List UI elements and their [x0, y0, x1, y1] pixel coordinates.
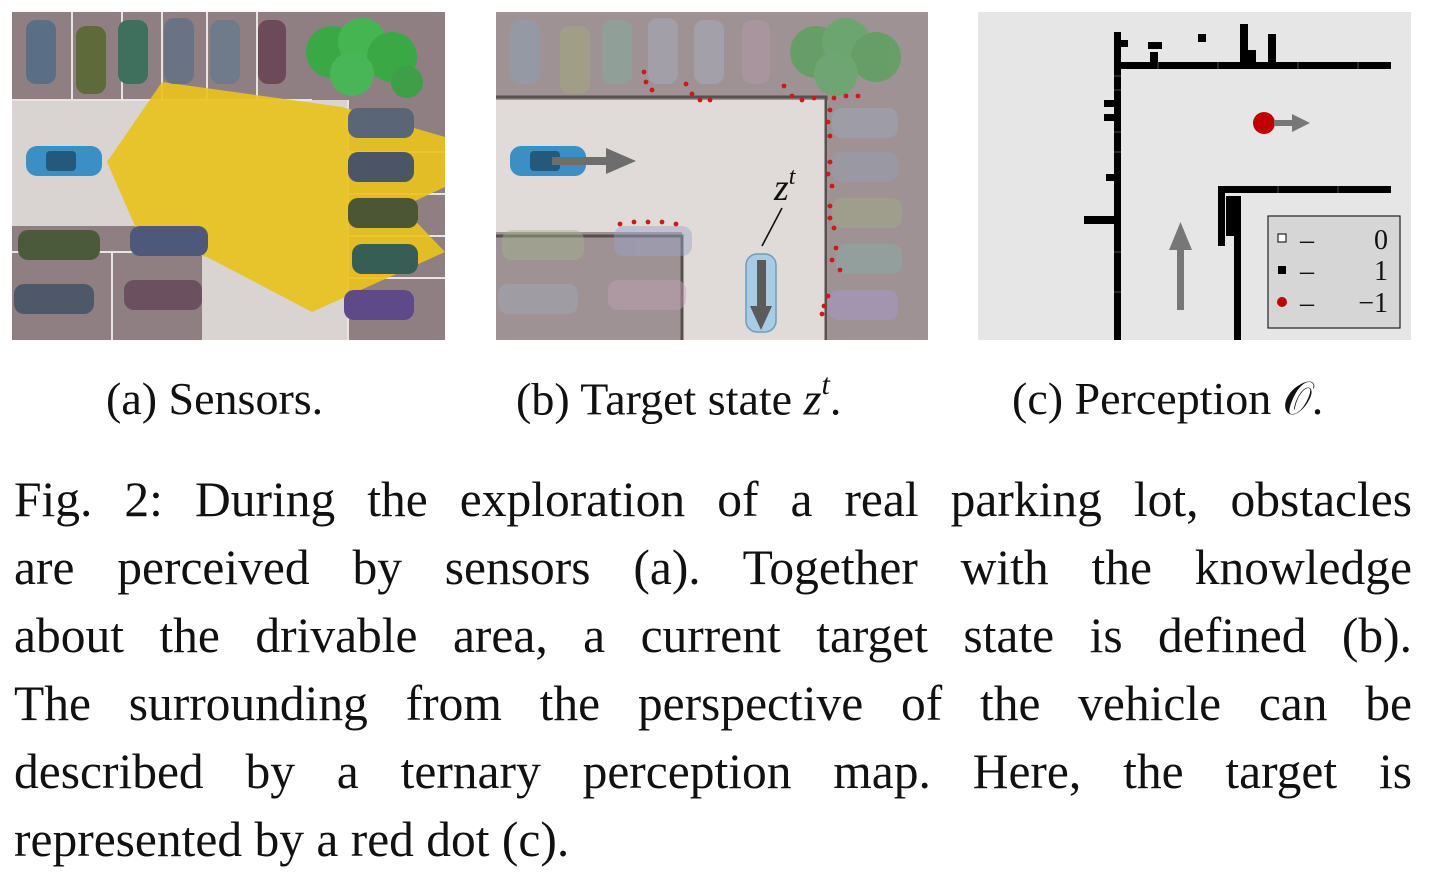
legend-value-2: −1 — [1358, 288, 1388, 319]
ego-motion-arrow — [552, 148, 636, 174]
ego-vehicle — [510, 146, 586, 176]
caption-line: described by a ternary perception map. H… — [14, 744, 1412, 799]
ego-vehicle — [26, 146, 102, 176]
caption-line: The surrounding from the perspective of … — [14, 676, 1412, 731]
target-red-dot — [1253, 112, 1275, 134]
caption-line: represented by a red dot (c). — [14, 812, 570, 867]
faded-parked-cars — [498, 18, 902, 320]
panel-b-target-state: zt — [496, 12, 928, 340]
tree — [306, 18, 423, 98]
subcaption-c: (c) Perception 𝒪. — [1012, 372, 1323, 427]
legend-value-0: 0 — [1374, 225, 1388, 256]
subcaption-b-end: . — [829, 373, 842, 425]
black-square-icon — [1278, 266, 1286, 274]
target-direction-arrow — [1274, 114, 1310, 132]
target-label-pointer — [761, 207, 783, 247]
occupied-cells — [1084, 24, 1391, 340]
legend-dash-0: – — [1299, 225, 1315, 256]
parked-cars-bottom-row — [14, 226, 208, 314]
target-label: zt — [773, 164, 797, 209]
parked-cars-right-column — [344, 108, 418, 320]
ego-heading-arrow — [1169, 222, 1192, 310]
caption-line: about the drivable area, a current targe… — [14, 608, 1412, 663]
figure-caption: Fig. 2: During the exploration of a real… — [14, 466, 1412, 874]
subcaption-c-end: . — [1311, 373, 1324, 424]
subcaption-b-text: (b) Target state — [516, 373, 804, 425]
perceived-obstacle-points — [617, 69, 861, 317]
red-dot-icon — [1277, 297, 1287, 307]
caption-line: Fig. 2: During the exploration of a real… — [14, 472, 1412, 527]
subcaption-c-text: (c) Perception — [1012, 373, 1283, 424]
caption-line: are perceived by sensors (a). Together w… — [14, 540, 1412, 595]
sensor-scene — [12, 12, 445, 340]
panel-a-sensors — [12, 12, 445, 340]
subcaption-c-math: 𝒪 — [1282, 373, 1312, 424]
target-scene: zt — [496, 12, 928, 340]
subcaption-b: (b) Target state zt. — [516, 368, 842, 425]
subcaption-b-math: z — [803, 373, 822, 425]
legend: – 0 – 1 – −1 — [1267, 215, 1401, 329]
empty-square-icon — [1277, 233, 1287, 243]
drivable-area-border — [496, 95, 828, 340]
subcaption-b-sup: t — [821, 368, 830, 401]
legend-dash-2: – — [1299, 288, 1315, 319]
tree — [790, 18, 901, 96]
legend-dash-1: – — [1299, 256, 1315, 287]
perception-grid: – 0 – 1 – −1 — [978, 12, 1411, 340]
legend-value-1: 1 — [1374, 256, 1388, 287]
subcaption-a: (a) Sensors. — [106, 372, 323, 425]
target-vehicle — [745, 253, 777, 333]
grid-cell-lines — [1114, 62, 1359, 293]
subcaption-a-text: (a) Sensors. — [106, 373, 324, 424]
parked-cars-top-row — [26, 18, 286, 94]
panel-c-perception-map: – 0 – 1 – −1 — [978, 12, 1411, 340]
